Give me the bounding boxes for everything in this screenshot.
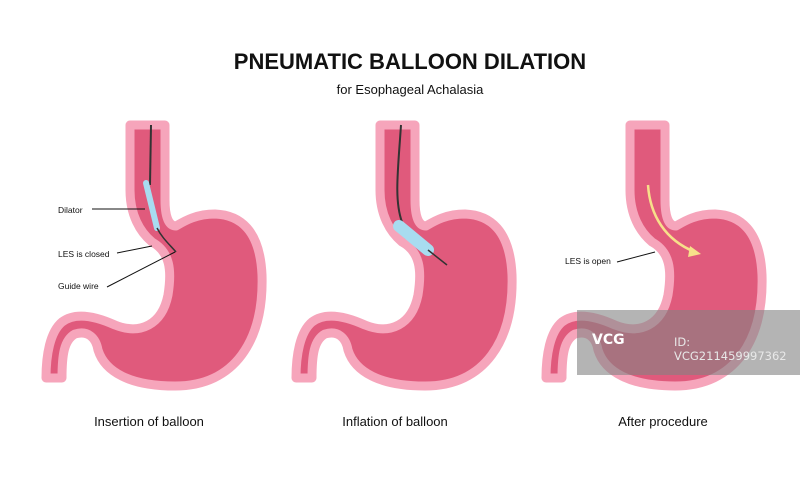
caption-after: After procedure: [618, 414, 708, 429]
caption-inflation: Inflation of balloon: [342, 414, 448, 429]
les-pointer: [116, 245, 153, 254]
watermark-logo: VCG: [592, 332, 625, 348]
watermark: VCG ID: VCG211459997362: [577, 310, 800, 375]
inflated-balloon: [393, 220, 434, 256]
arrow-head-icon: [688, 246, 701, 257]
page-subtitle: for Esophageal Achalasia: [337, 82, 484, 97]
caption-insertion: Insertion of balloon: [94, 414, 204, 429]
watermark-id: ID: VCG211459997362: [674, 335, 787, 363]
guide-wire-line: [149, 124, 152, 186]
stomach-illustration: [296, 125, 512, 386]
flow-arrow: [646, 184, 696, 254]
page-title: PNEUMATIC BALLOON DILATION: [234, 49, 586, 74]
label-dilator: Dilator: [58, 205, 83, 215]
label-les-open: LES is open: [565, 256, 611, 266]
label-les-closed: LES is closed: [58, 249, 110, 259]
label-guide-wire: Guide wire: [58, 281, 99, 291]
les-open-pointer: [616, 251, 656, 263]
panel-after: LES is open: [546, 125, 762, 386]
panel-insertion: Dilator LES is closed Guide wire Inserti…: [46, 125, 262, 429]
wire-pointer: [106, 251, 176, 288]
panel-inflation: [296, 125, 512, 386]
dilator-balloon: [143, 180, 160, 231]
